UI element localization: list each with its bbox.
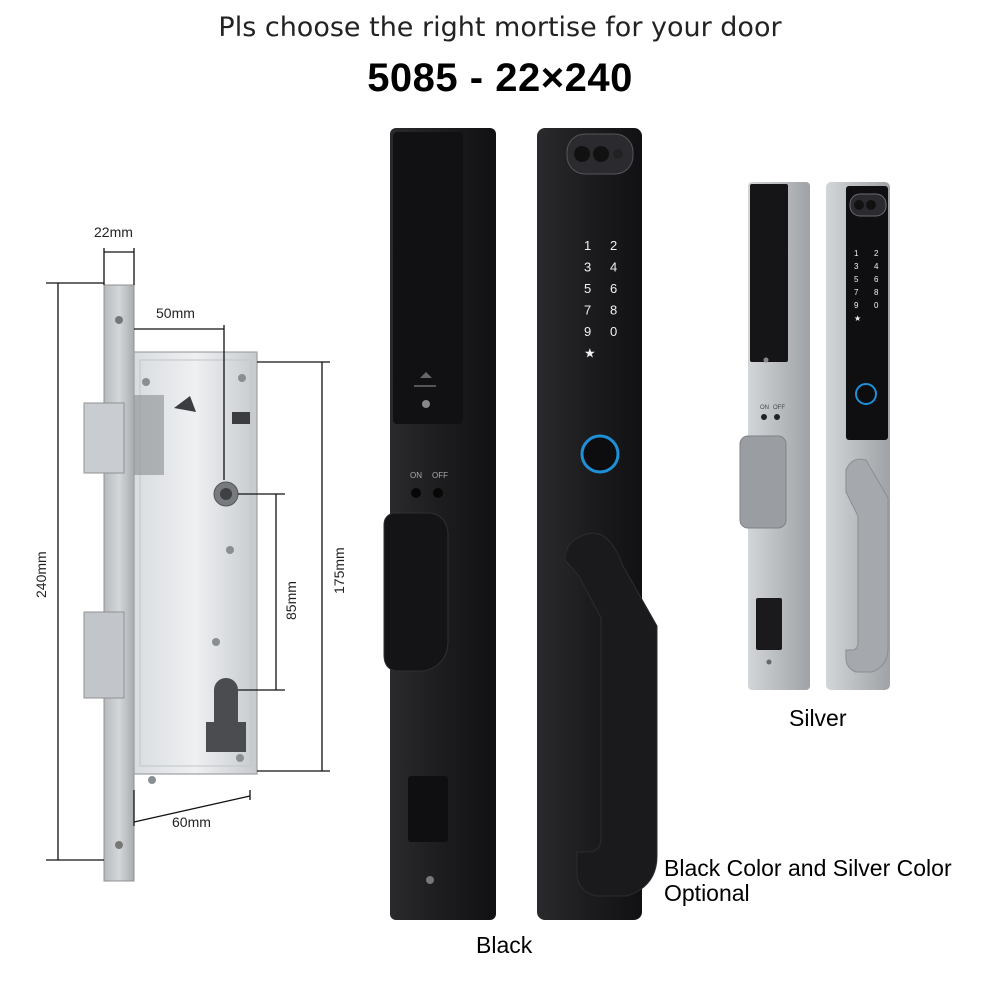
switch-off-label: OFF xyxy=(432,471,448,480)
keypad-key[interactable]: 0 xyxy=(874,301,879,310)
dim-faceplate-width: 22mm xyxy=(94,224,133,240)
thumb-turn-knob xyxy=(383,512,449,672)
keypad-key[interactable]: 8 xyxy=(610,303,617,318)
mortise-lock-body xyxy=(83,284,258,882)
dim-case-depth: 60mm xyxy=(172,814,211,830)
screw-icon xyxy=(115,316,123,324)
keypad-key[interactable]: 3 xyxy=(584,260,591,275)
keypad-key[interactable]: 2 xyxy=(610,238,617,253)
keypad-black: 1 2 3 4 5 6 7 8 9 0 ★ xyxy=(584,238,617,361)
dimension-lines xyxy=(46,248,330,861)
dim-center-distance: 85mm xyxy=(283,581,299,620)
keypad-key[interactable]: 9 xyxy=(854,301,859,310)
black-variant-label: Black xyxy=(476,932,533,958)
silver-thumb-turn-knob xyxy=(739,435,787,529)
keypad-key[interactable]: 5 xyxy=(584,281,591,296)
keypad-key[interactable]: 2 xyxy=(874,249,879,258)
svg-text:ON: ON xyxy=(760,405,769,411)
mortise-faceplate xyxy=(103,284,135,882)
key-cover xyxy=(408,776,448,842)
keypad-key[interactable]: 4 xyxy=(610,260,617,275)
model-title: 5085 - 22×240 xyxy=(367,56,633,100)
keypad-key[interactable]: 6 xyxy=(874,275,879,284)
keypad-key[interactable]: 1 xyxy=(854,249,859,258)
silver-fingerprint-sensor-icon xyxy=(855,383,877,405)
keypad-key[interactable]: 4 xyxy=(874,262,879,271)
keypad-key[interactable]: 3 xyxy=(854,262,859,271)
latch-bolt xyxy=(83,402,125,474)
screw-icon xyxy=(115,841,123,849)
silver-inner-handle: ON OFF xyxy=(739,182,810,690)
silver-outer-lock: 1 2 3 4 5 6 7 8 9 0 ★ xyxy=(826,182,890,690)
dead-bolt xyxy=(83,611,125,699)
black-inner-handle: ON OFF xyxy=(383,128,496,920)
cylinder-hole xyxy=(206,678,246,752)
headline: Pls choose the right mortise for your do… xyxy=(218,12,782,43)
keypad-key[interactable]: ★ xyxy=(854,314,861,323)
silver-glass-panel xyxy=(846,186,888,440)
silver-key-cover xyxy=(756,598,782,650)
black-outer-lock: 1 2 3 4 5 6 7 8 9 0 ★ xyxy=(537,128,658,920)
pull-handle xyxy=(564,532,658,897)
fingerprint-sensor-icon xyxy=(580,434,620,474)
svg-text:OFF: OFF xyxy=(773,405,785,411)
keypad-key[interactable]: 0 xyxy=(610,324,617,339)
silver-battery-cover xyxy=(750,184,788,362)
keypad-key[interactable]: 8 xyxy=(874,288,879,297)
switch-on-label: ON xyxy=(410,471,422,480)
keypad-key[interactable]: 7 xyxy=(854,288,859,297)
keypad-key[interactable]: 9 xyxy=(584,324,591,339)
dim-backset: 50mm xyxy=(156,305,195,321)
keypad-key[interactable]: ★ xyxy=(584,346,596,361)
battery-cover xyxy=(393,132,463,424)
keypad-silver: 1 2 3 4 5 6 7 8 9 0 ★ xyxy=(854,249,879,323)
silver-pull-handle xyxy=(845,458,889,673)
color-option-note: Black Color and Silver Color Optional xyxy=(664,856,952,906)
color-option-note-line2: Optional xyxy=(664,880,750,906)
silver-variant-label: Silver xyxy=(789,705,847,731)
keypad-key[interactable]: 7 xyxy=(584,303,591,318)
color-option-note-line1: Black Color and Silver Color xyxy=(664,855,952,881)
dim-length: 240mm xyxy=(33,551,49,598)
keypad-key[interactable]: 5 xyxy=(854,275,859,284)
keypad-key[interactable]: 1 xyxy=(584,238,591,253)
dim-case-height: 175mm xyxy=(331,547,347,594)
keypad-key[interactable]: 6 xyxy=(610,281,617,296)
